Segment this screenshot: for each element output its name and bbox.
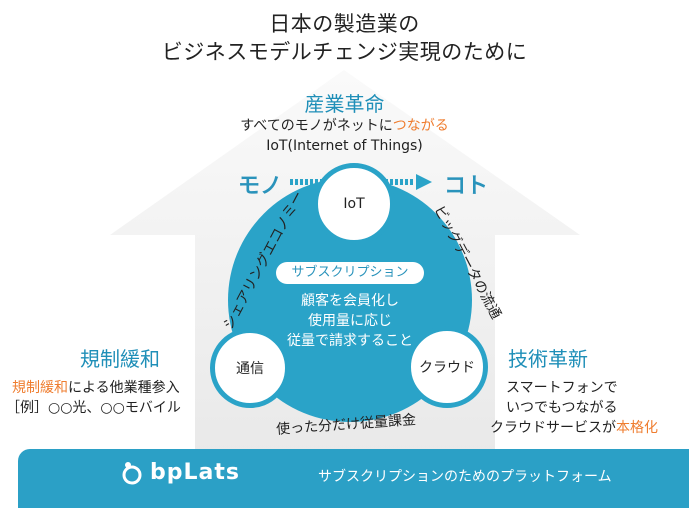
diagram-title-line1: 日本の製造業の — [269, 12, 420, 36]
deregulation-heading: 規制緩和 — [80, 347, 160, 371]
tech-desc-text: クラウドサービスが — [490, 420, 616, 436]
bplats-logo-icon — [122, 462, 142, 485]
tech-desc-line3: クラウドサービスが本格化 — [490, 418, 658, 438]
subscription-desc-line3: 従量で請求すること — [287, 333, 413, 349]
deregulation-desc-line1: 規制緩和による他業種参入 — [12, 378, 180, 398]
koto-label: コト — [444, 174, 489, 199]
tech-desc-line2: いつでもつながる — [506, 400, 618, 416]
iot-desc-text: すべてのモノがネットに — [240, 118, 393, 134]
deregulation-text: による他業種参入 — [68, 380, 180, 396]
tech-desc-line1: スマートフォンで — [506, 380, 618, 396]
deregulation-highlight: 規制緩和 — [12, 380, 68, 396]
industrial-revolution-heading: 産業革命 — [304, 92, 385, 116]
industrial-revolution-desc: すべてのモノがネットにつながる — [0, 116, 689, 136]
bplats-logo-text: bpLats — [150, 460, 240, 485]
deregulation-desc-line2: ［例］○○光、○○モバイル — [6, 400, 181, 416]
iot-circle: IoT — [313, 163, 395, 245]
subscription-pill: サブスクリプション — [276, 262, 424, 284]
mono-label: モノ — [238, 174, 283, 199]
diagram-title-line2: ビジネスモデルチェンジ実現のために — [161, 40, 528, 64]
subscription-desc-line2: 使用量に応じ — [308, 313, 392, 329]
tech-desc-highlight: 本格化 — [616, 420, 658, 436]
telecom-circle: 通信 — [210, 328, 290, 408]
footer-bar — [18, 449, 689, 508]
tech-innovation-heading: 技術革新 — [508, 347, 588, 371]
footer-tagline: サブスクリプションのためのプラットフォーム — [318, 469, 612, 485]
iot-desc-highlight: つながる — [392, 118, 449, 134]
iot-full-name: IoT(Internet of Things) — [266, 138, 423, 154]
cloud-circle: クラウド — [406, 326, 488, 408]
subscription-desc-line1: 顧客を会員化し — [301, 293, 399, 309]
